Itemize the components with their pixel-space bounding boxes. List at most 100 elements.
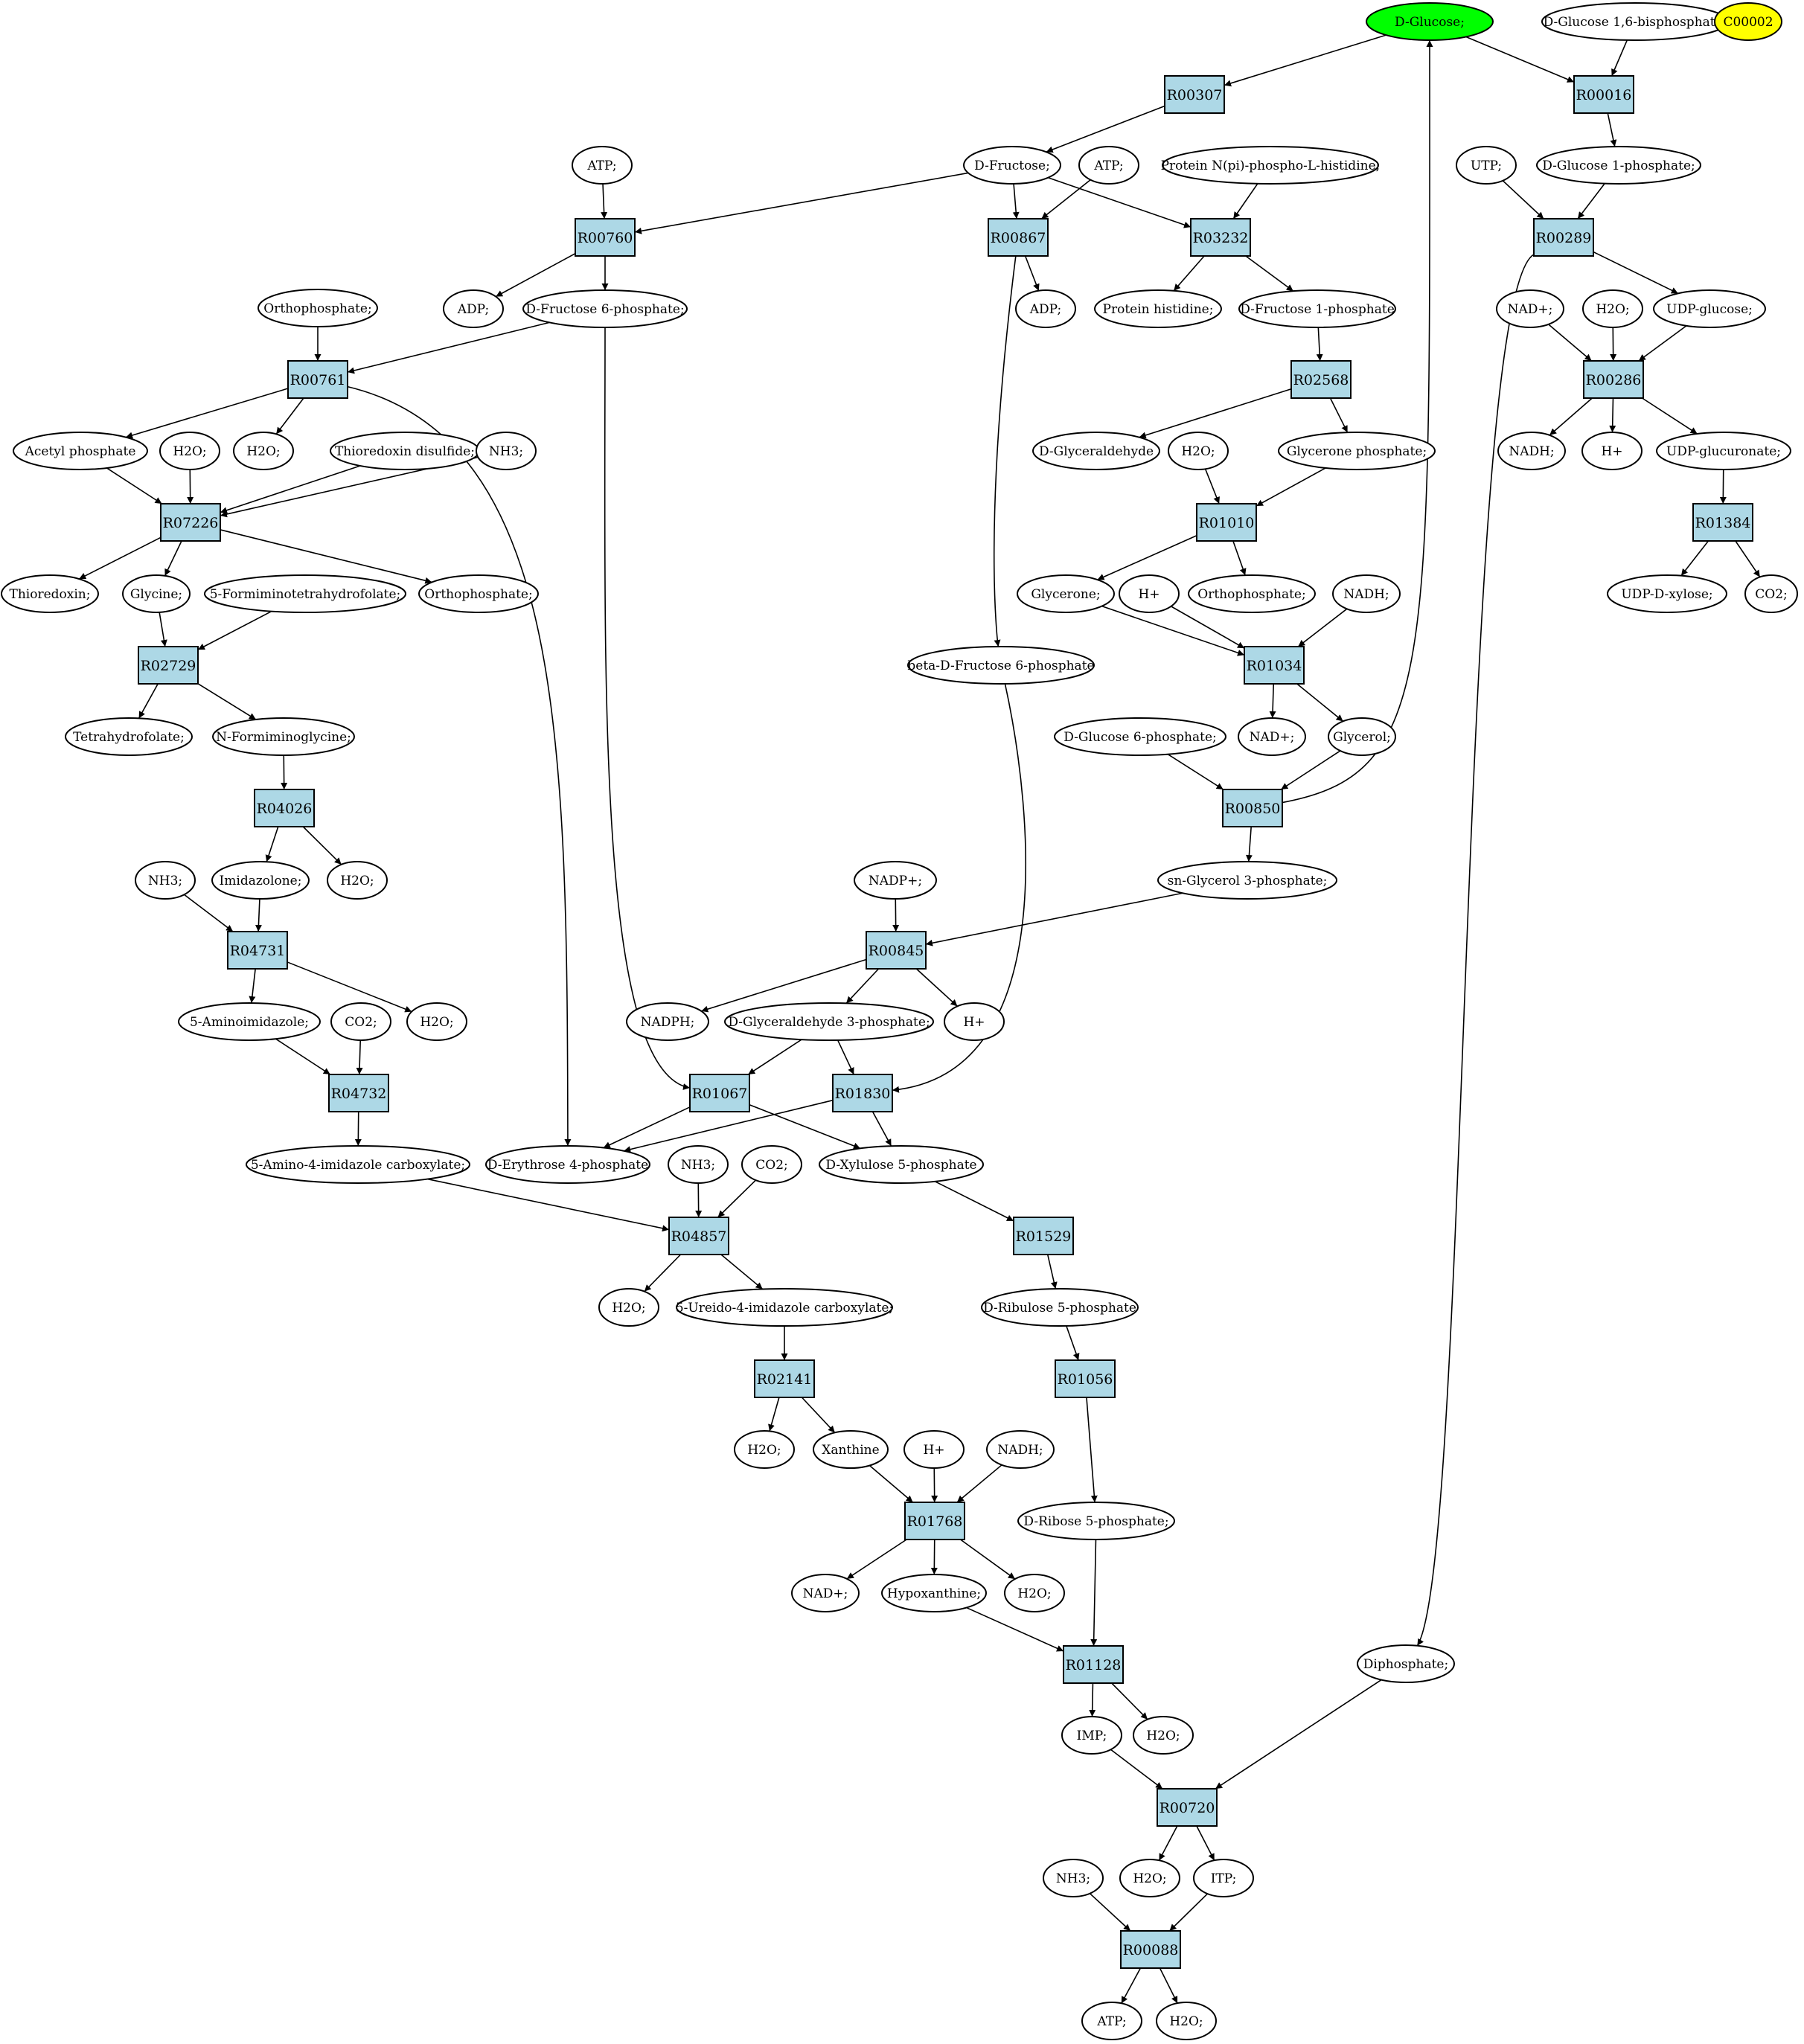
compound-node-c_pi2[interactable]: Orthophosphate; [418, 574, 539, 613]
reaction-node-R01128[interactable]: R01128 [1063, 1645, 1124, 1684]
reaction-node-R03232[interactable]: R03232 [1190, 218, 1251, 257]
compound-node-c_5aic[interactable]: 5-Amino-4-imidazole carboxylate; [246, 1145, 470, 1184]
reaction-node-R00088[interactable]: R00088 [1120, 1930, 1181, 1969]
compound-node-c_nh3_a[interactable]: NH3; [476, 432, 537, 470]
reaction-node-R00307[interactable]: R00307 [1164, 75, 1225, 114]
compound-node-c_diphos[interactable]: Diphosphate; [1357, 1644, 1455, 1683]
compound-node-c_udpglcua[interactable]: UDP-glucuronate; [1656, 432, 1791, 470]
compound-node-c_glc16bp[interactable]: D-Glucose 1,6-bisphosphate; [1541, 2, 1729, 41]
compound-node-c_pi1[interactable]: Orthophosphate; [258, 289, 378, 327]
reaction-node-R00286[interactable]: R00286 [1583, 360, 1644, 399]
compound-node-c_co2_c[interactable]: CO2; [741, 1145, 802, 1184]
compound-node-c_thf[interactable]: Tetrahydrofolate; [65, 717, 193, 756]
reaction-node-R04732[interactable]: R04732 [328, 1074, 389, 1112]
compound-node-c_h2o_286[interactable]: H2O; [1582, 289, 1643, 328]
compound-node-c_atp2[interactable]: ATP; [1078, 146, 1139, 185]
reaction-node-R02729[interactable]: R02729 [138, 646, 199, 685]
compound-node-c_udpglc[interactable]: UDP-glucose; [1653, 289, 1766, 328]
reaction-node-R01067[interactable]: R01067 [689, 1074, 750, 1112]
compound-node-c_h2o_a[interactable]: H2O; [159, 432, 220, 470]
reaction-node-R00289[interactable]: R00289 [1533, 218, 1594, 257]
compound-node-c_pi3[interactable]: Orthophosphate; [1188, 574, 1316, 613]
compound-node-c_hypox[interactable]: Hypoxanthine; [881, 1574, 987, 1612]
compound-node-c_h_a[interactable]: H+ [1119, 574, 1180, 613]
compound-node-c_h2o_f[interactable]: H2O; [598, 1288, 659, 1327]
compound-node-c_h2o_e[interactable]: H2O; [406, 1002, 467, 1041]
compound-node-c_x5p[interactable]: D-Xylulose 5-phosphate [819, 1145, 984, 1184]
compound-node-c_nadh_b[interactable]: NADH; [986, 1430, 1055, 1469]
compound-node-c_5uic[interactable]: 5-Ureido-4-imidazole carboxylate; [676, 1288, 893, 1327]
compound-node-c_e4p[interactable]: D-Erythrose 4-phosphate [485, 1145, 650, 1184]
compound-node-c_h2o_i[interactable]: H2O; [1133, 1716, 1194, 1755]
compound-node-c_h2o_g[interactable]: H2O; [734, 1430, 795, 1469]
compound-node-c_gap[interactable]: D-Glyceraldehyde 3-phosphate; [724, 1002, 934, 1041]
compound-node-c_g1p[interactable]: D-Glucose 1-phosphate; [1536, 146, 1701, 185]
compound-node-c_b_f6p[interactable]: beta-D-Fructose 6-phosphate [907, 646, 1095, 685]
compound-node-c_fructose[interactable]: D-Fructose; [963, 146, 1061, 185]
reaction-node-R01768[interactable]: R01768 [904, 1502, 965, 1540]
compound-node-c_nh3_b[interactable]: NH3; [135, 861, 196, 900]
compound-node-c_nadh_286[interactable]: NADH; [1497, 432, 1566, 470]
compound-node-c_nadplus_a[interactable]: NAD+; [1238, 717, 1306, 756]
reaction-node-R02141[interactable]: R02141 [754, 1359, 815, 1398]
compound-node-c_glucose[interactable]: D-Glucose; [1366, 2, 1494, 41]
compound-node-c_nfg[interactable]: N-Formiminoglycine; [212, 717, 355, 756]
compound-node-c_h_286[interactable]: H+ [1581, 432, 1643, 470]
compound-node-c_thiodis[interactable]: Thioredoxin disulfide; [330, 432, 480, 470]
reaction-node-R04731[interactable]: R04731 [227, 931, 288, 970]
compound-node-c_5ftf[interactable]: 5-Formiminotetrahydrofolate; [204, 574, 406, 613]
compound-node-c_xanthine[interactable]: Xanthine [813, 1430, 889, 1469]
compound-node-c_thioredoxin[interactable]: Thioredoxin; [1, 574, 99, 613]
reaction-node-R00850[interactable]: R00850 [1222, 789, 1283, 827]
compound-node-c_atp1[interactable]: ATP; [572, 146, 633, 185]
compound-node-c_utp[interactable]: UTP; [1456, 146, 1517, 185]
reaction-node-R07226[interactable]: R07226 [160, 503, 221, 542]
compound-node-c_ru5p[interactable]: D-Ribulose 5-phosphate [981, 1288, 1139, 1327]
compound-node-c_nh3_d[interactable]: NH3; [1043, 1859, 1104, 1897]
compound-node-c_dglyald[interactable]: D-Glyceraldehyde [1032, 432, 1160, 470]
compound-node-c_nh3_c[interactable]: NH3; [668, 1145, 729, 1184]
reaction-node-R00867[interactable]: R00867 [988, 218, 1049, 257]
reaction-node-R00016[interactable]: R00016 [1573, 75, 1634, 114]
reaction-node-R04857[interactable]: R04857 [668, 1217, 729, 1255]
compound-node-c_udpxyl[interactable]: UDP-D-xylose; [1607, 574, 1727, 613]
reaction-node-R00761[interactable]: R00761 [287, 360, 348, 399]
compound-node-c_c00002[interactable]: C00002 [1714, 2, 1782, 41]
compound-node-c_nadpplus[interactable]: NADP+; [854, 861, 937, 900]
compound-node-c_co2_b[interactable]: CO2; [330, 1002, 391, 1041]
reaction-node-R04026[interactable]: R04026 [254, 789, 315, 827]
compound-node-c_nadh_a[interactable]: NADH; [1332, 574, 1401, 613]
compound-node-c_h2o_h[interactable]: H2O; [1004, 1574, 1065, 1612]
compound-node-c_protnpi[interactable]: Protein N(pi)-phospho-L-histidine; [1161, 146, 1381, 185]
compound-node-c_itp[interactable]: ITP; [1193, 1859, 1254, 1897]
reaction-node-R00845[interactable]: R00845 [866, 931, 927, 970]
compound-node-c_atp3[interactable]: ATP; [1081, 2002, 1142, 2040]
compound-node-c_nadp_286[interactable]: NAD+; [1496, 289, 1564, 328]
compound-node-c_h_b[interactable]: H+ [944, 1002, 1005, 1041]
compound-node-c_h_c[interactable]: H+ [903, 1430, 965, 1469]
compound-node-c_h2o_j[interactable]: H2O; [1119, 1859, 1180, 1897]
compound-node-c_sng3p[interactable]: sn-Glycerol 3-phosphate; [1157, 861, 1337, 900]
reaction-node-R01529[interactable]: R01529 [1013, 1217, 1074, 1255]
compound-node-c_adp1[interactable]: ADP; [443, 289, 504, 328]
reaction-node-R01034[interactable]: R01034 [1244, 646, 1305, 685]
compound-node-c_glycerone[interactable]: Glycerone; [1017, 574, 1115, 613]
compound-node-c_h2o_k[interactable]: H2O; [1156, 2002, 1217, 2040]
compound-node-c_f1p[interactable]: D-Fructose 1-phosphate [1238, 289, 1396, 328]
compound-node-c_nadph[interactable]: NADPH; [626, 1002, 709, 1041]
compound-node-c_prothis[interactable]: Protein histidine; [1094, 289, 1222, 328]
compound-node-c_acetylp[interactable]: Acetyl phosphate [13, 432, 148, 470]
reaction-node-R01384[interactable]: R01384 [1692, 503, 1753, 542]
compound-node-c_glycine[interactable]: Glycine; [122, 574, 191, 613]
compound-node-c_imidazolone[interactable]: Imidazolone; [211, 861, 310, 900]
reaction-node-R01010[interactable]: R01010 [1196, 503, 1257, 542]
compound-node-c_h2o_b[interactable]: H2O; [233, 432, 294, 470]
reaction-node-R01056[interactable]: R01056 [1055, 1359, 1116, 1398]
reaction-node-R02568[interactable]: R02568 [1290, 360, 1352, 399]
compound-node-c_h2o_c[interactable]: H2O; [1168, 432, 1229, 470]
reaction-node-R00720[interactable]: R00720 [1157, 1788, 1218, 1827]
compound-node-c_5ai[interactable]: 5-Aminoimidazole; [178, 1002, 321, 1041]
compound-node-c_glycerol[interactable]: Glycerol; [1328, 717, 1396, 756]
compound-node-c_co2_a[interactable]: CO2; [1744, 574, 1798, 613]
compound-node-c_nadplus_b[interactable]: NAD+; [791, 1574, 860, 1612]
